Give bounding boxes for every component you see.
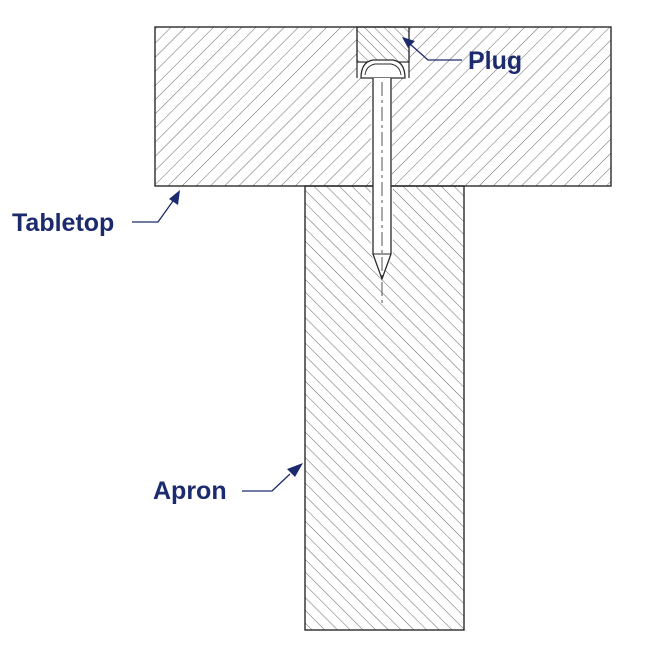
tabletop-label: Tabletop — [12, 209, 114, 237]
tabletop-leader — [132, 190, 180, 223]
plug — [356, 26, 410, 78]
plug-label: Plug — [468, 47, 522, 75]
plug-leader — [402, 37, 462, 61]
apron-leader — [242, 463, 303, 492]
screw — [360, 59, 406, 305]
apron-label: Apron — [153, 477, 227, 505]
